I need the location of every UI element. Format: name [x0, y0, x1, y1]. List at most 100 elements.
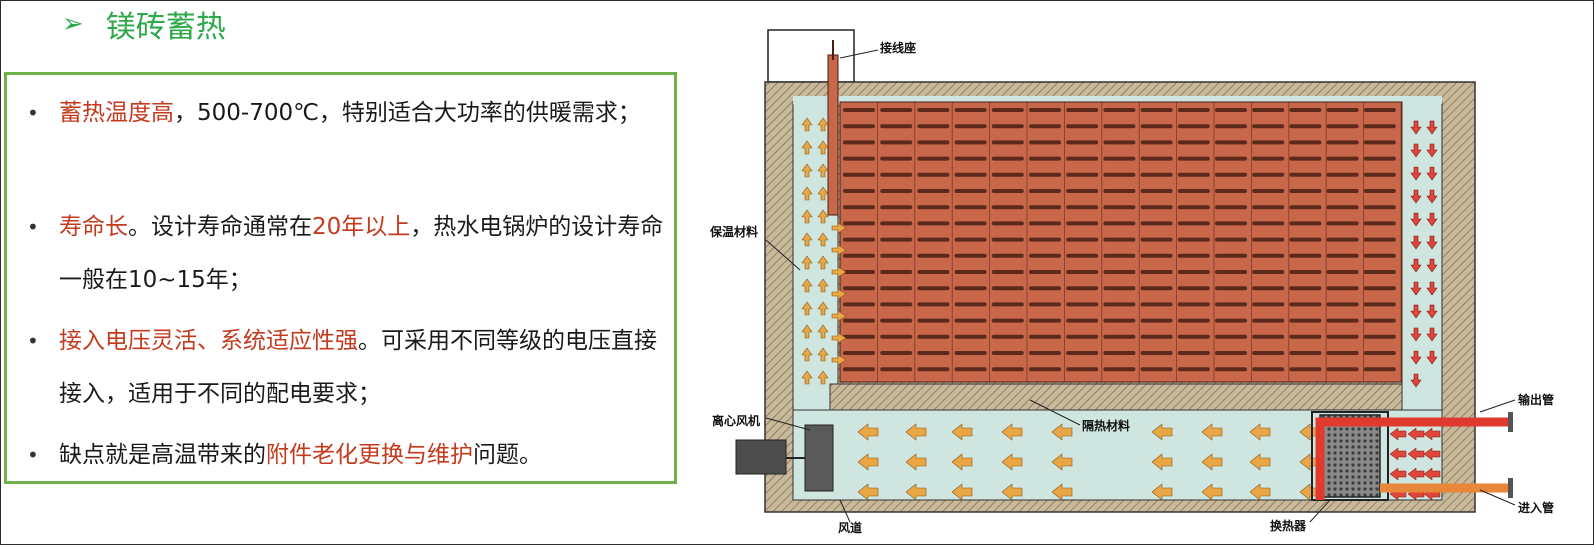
brick-slot [954, 156, 987, 161]
brick-slot [1177, 318, 1210, 323]
brick-slot [843, 351, 875, 355]
down-arrow-icon [1410, 327, 1422, 342]
air-left-arrows [857, 423, 1321, 501]
brick-slot [1029, 108, 1061, 112]
brick-rows [839, 102, 1402, 382]
left-arrow-icon [1151, 453, 1173, 471]
brick-slot [880, 351, 913, 355]
brick-slot [1066, 351, 1099, 355]
brick-slot [1363, 270, 1396, 274]
brick-slot [1177, 189, 1210, 193]
brick-slot [1252, 221, 1285, 226]
brick-slot [917, 108, 950, 112]
brick-slot [1103, 189, 1136, 193]
bullet-box: • 蓄热温度高，500-700℃，特别适合大功率的供暖需求； • 寿命长。设计寿… [4, 72, 677, 484]
down-arrow-icon [1426, 327, 1438, 342]
brick-slot [1066, 172, 1099, 177]
brick-slot [1326, 140, 1359, 145]
brick-slot [843, 253, 875, 258]
brick-slot [1066, 334, 1099, 339]
brick-slot [917, 237, 950, 242]
brick-slot [954, 221, 987, 226]
brick-slot [1140, 124, 1173, 129]
brick-slot [1252, 318, 1285, 323]
brick-slot [1326, 108, 1359, 112]
brick-slot [991, 302, 1024, 307]
brick-slot [991, 318, 1024, 323]
brick-slot [1252, 140, 1285, 145]
brick-slot [1140, 286, 1173, 291]
down-arrow-icon [1426, 212, 1438, 227]
down-arrow-icon [1410, 258, 1422, 273]
brick-slot [991, 140, 1024, 145]
brick-slot [917, 124, 950, 129]
label-duct: 风道 [838, 520, 862, 535]
up-arrow-icon [801, 140, 813, 155]
brick-slot [1066, 108, 1099, 112]
brick-slot [1215, 286, 1247, 291]
brick-slot [1103, 367, 1136, 372]
brick-slot [1363, 156, 1396, 161]
bullet-lead: 接入电压灵活、系统适应性强 [59, 328, 358, 354]
brick-slot [1289, 253, 1322, 258]
brick-slot [1066, 302, 1099, 307]
bullet-content: 缺点就是高温带来的附件老化更换与维护问题。 [27, 429, 667, 482]
bullet-content: 寿命长。设计寿命通常在20年以上，热水电锅炉的设计寿命一般在10~15年； [27, 201, 667, 307]
label-fan: 离心风机 [712, 413, 760, 428]
brick-slot [917, 140, 950, 145]
brick-slot [843, 237, 875, 242]
brick-slot [1326, 318, 1359, 323]
brick-slot [1140, 237, 1173, 242]
brick-slot [917, 367, 950, 372]
down-arrow-icon [1426, 189, 1438, 204]
brick-slot [1140, 172, 1173, 177]
brick-slot [1066, 124, 1099, 129]
up-arrow-icon [801, 209, 813, 224]
air-right-arrows [831, 222, 847, 366]
brick-slot [1252, 270, 1285, 274]
brick-slot [917, 253, 950, 258]
brick-slot [1363, 205, 1396, 210]
brick-slot [1029, 253, 1061, 258]
down-arrow-icon [1410, 166, 1422, 181]
exchanger-arrow-icon [1423, 427, 1441, 441]
brick-slot [1252, 351, 1285, 355]
brick-slot [1363, 367, 1396, 372]
up-arrow-icon [817, 301, 829, 316]
exchanger-arrow-icon [1389, 427, 1407, 441]
brick-slot [1066, 221, 1099, 226]
brick-slot [917, 205, 950, 210]
brick-slot [1140, 253, 1173, 258]
left-arrow-icon [905, 453, 927, 471]
up-arrow-icon [817, 117, 829, 132]
brick-slot [1029, 286, 1061, 291]
brick-slot [880, 205, 913, 210]
brick-slot [1140, 270, 1173, 274]
down-arrow-icon [1426, 258, 1438, 273]
exchanger-arrow-icon [1423, 467, 1441, 481]
right-arrow-icon [831, 354, 847, 366]
brick-slot [1289, 205, 1322, 210]
brick-slot [843, 302, 875, 307]
brick-slot [1252, 302, 1285, 307]
brick-slot [1326, 205, 1359, 210]
bullet-item-lifespan: • 寿命长。设计寿命通常在20年以上，热水电锅炉的设计寿命一般在10~15年； [27, 201, 667, 307]
brick-slot [1066, 286, 1099, 291]
left-arrow-icon [1001, 453, 1023, 471]
brick-slot [880, 189, 913, 193]
down-arrow-icon [1426, 350, 1438, 365]
brick-slot [917, 351, 950, 355]
brick-slot [1363, 189, 1396, 193]
brick-slot [1326, 124, 1359, 129]
left-arrow-icon [951, 483, 973, 501]
terminal-box [767, 29, 855, 83]
left-arrow-icon [1249, 453, 1271, 471]
left-arrow-icon [951, 453, 973, 471]
air-right-channel [1401, 101, 1443, 411]
brick-slot [880, 270, 913, 274]
brick-slot [880, 156, 913, 161]
brick-slot [1326, 189, 1359, 193]
brick-slot [1177, 334, 1210, 339]
brick-slot [843, 367, 875, 372]
brick-slot [917, 318, 950, 323]
